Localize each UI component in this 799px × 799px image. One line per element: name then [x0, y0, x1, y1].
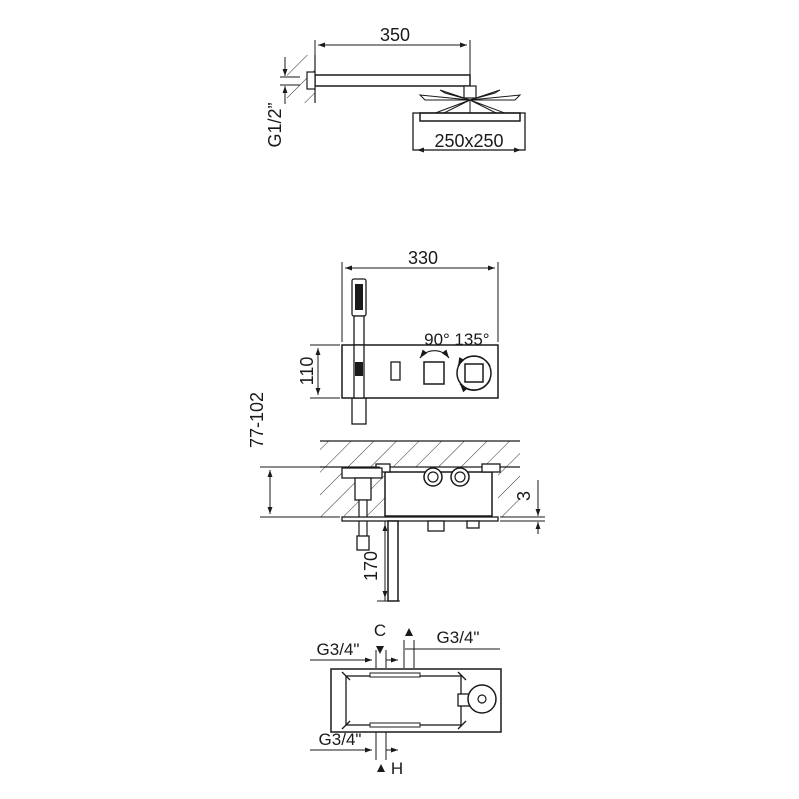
section-view: 77-102 3 170: [247, 392, 545, 602]
shower-arm: [314, 74, 471, 87]
spout-drop-label: 170: [361, 551, 381, 581]
inlet-top-right-label: G3/4": [437, 628, 480, 647]
cold-arrow: [376, 646, 384, 654]
inlet-cold: [423, 467, 443, 487]
rotation-135-arrow: [457, 355, 491, 367]
spout: [387, 520, 399, 602]
projection-label: 3: [514, 491, 534, 501]
wall-section-hatch: [320, 441, 520, 467]
inlet-hot: [450, 467, 470, 487]
wall-depth-label: 77-102: [247, 392, 267, 448]
cold-label: C: [374, 621, 386, 640]
hot-arrow-top: [405, 628, 413, 636]
head-size-label: 250x250: [434, 131, 503, 151]
shower-head-view: 250x250 350 G1/2”: [265, 25, 526, 153]
hot-label: H: [391, 759, 403, 778]
thread-label: G1/2”: [265, 102, 285, 147]
inlet-bottom-label: G3/4": [319, 730, 362, 749]
bottom-view: C G3/4" G3/4" G3/4" H: [310, 621, 502, 778]
shower-connector: [463, 85, 477, 99]
mixer-width-label: 330: [408, 248, 438, 268]
hot-arrow-bottom: [377, 764, 385, 772]
flow-handle: [423, 361, 445, 385]
mixer-height-label: 110: [297, 357, 317, 386]
wall-flange: [306, 71, 316, 90]
angle-135-label: 135°: [454, 330, 489, 349]
arm-length-label: 350: [380, 25, 410, 45]
rotation-90-arrow: [419, 349, 450, 359]
angle-90-label: 90°: [424, 330, 450, 349]
diverter-switch: [390, 361, 401, 381]
rain-head-plate: [419, 112, 521, 122]
mixer-front-view: 330 90° 135° 110: [297, 248, 499, 425]
inlet-top-label: G3/4": [317, 640, 360, 659]
bottom-thermostat: [467, 684, 497, 714]
